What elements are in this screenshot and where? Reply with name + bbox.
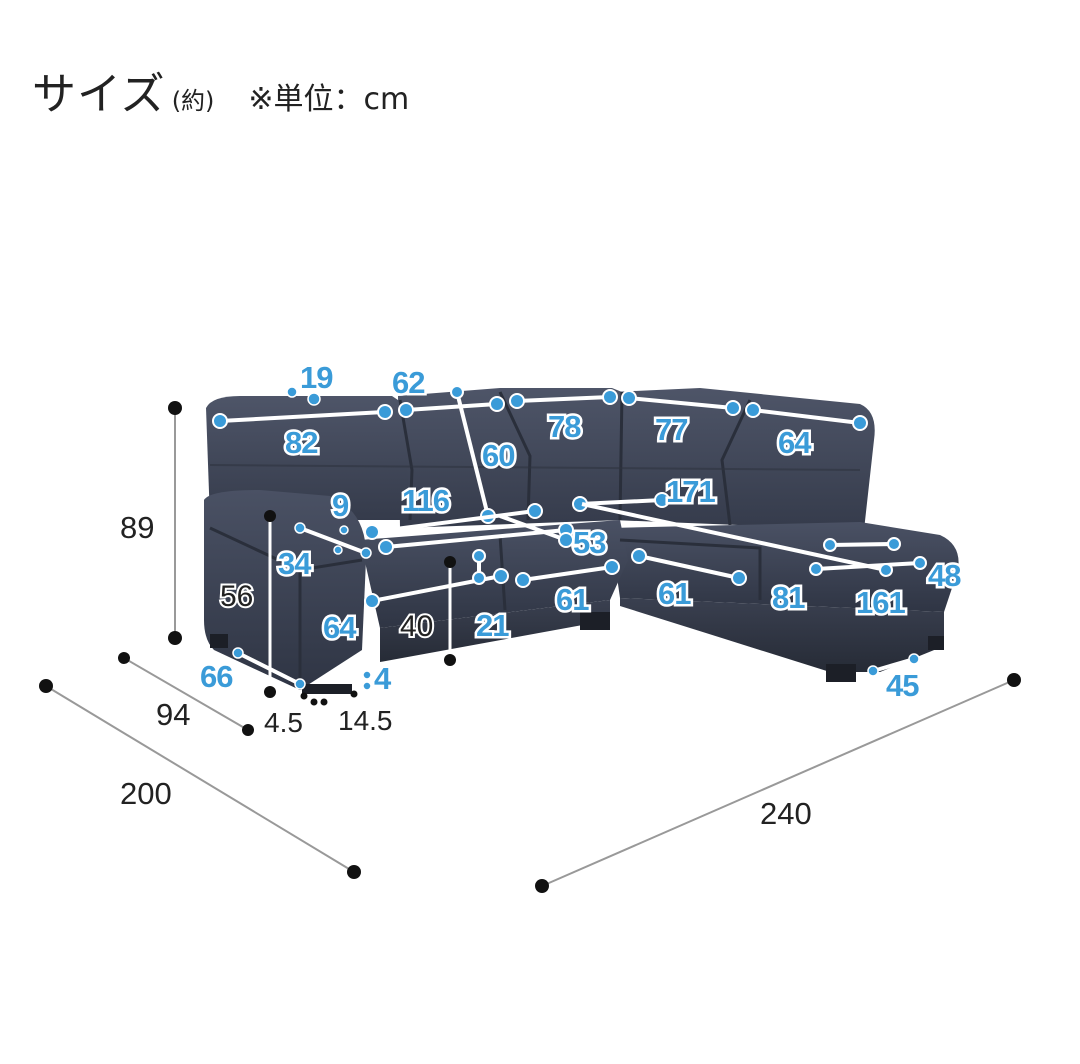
label-seat-width-1: 64 — [323, 610, 357, 645]
detail-labels: 19 82 62 78 77 64 60 116 171 9 34 53 64 … — [198, 358, 965, 706]
label-seat-width-4: 81 — [772, 580, 805, 615]
label-base-depth: 66 — [200, 659, 233, 694]
unit-note: ※単位：cm — [248, 82, 410, 117]
sofa-leg-2 — [210, 634, 228, 648]
title-approx: (約) — [171, 87, 215, 115]
sofa-chaise-base — [620, 598, 944, 672]
label-chaise-arm-height: 48 — [928, 558, 961, 593]
label-leg-inset-2: 14.5 — [338, 705, 393, 736]
sofa-back-right — [612, 388, 875, 530]
label-cushion-thickness: 21 — [476, 608, 509, 643]
label-chaise-length: 171 — [666, 474, 715, 509]
sofa-left-arm — [204, 490, 367, 690]
label-seat-depth: 53 — [573, 525, 606, 560]
sofa-back-middle — [398, 388, 622, 528]
label-width-total: 240 — [760, 796, 812, 831]
label-back-width-3: 77 — [655, 412, 687, 447]
depth-total-line — [45, 685, 355, 873]
sofa-leg-5 — [928, 636, 944, 650]
label-leg-inset-1: 4.5 — [264, 707, 303, 738]
label-seat-width-total: 116 — [402, 483, 450, 518]
label-arm-height: 56 — [220, 580, 253, 613]
sofa-leg-1 — [302, 684, 352, 694]
label-back-width-4: 64 — [778, 425, 812, 460]
label-depth-inner: 94 — [156, 697, 190, 732]
sofa-middle-base — [380, 600, 610, 662]
sofa-leg-3 — [580, 612, 610, 630]
label-seat-width-2: 61 — [556, 582, 589, 617]
sofa-illustration — [204, 388, 959, 694]
label-back-height: 60 — [482, 438, 514, 473]
label-chaise-depth: 161 — [856, 585, 905, 620]
detail-dimension-lines — [212, 385, 927, 691]
overall-dimension-lines — [39, 401, 1021, 893]
label-seat-height: 40 — [400, 610, 433, 643]
label-height: 89 — [120, 510, 154, 545]
size-title: サイズ (約) ※単位：cm — [32, 58, 409, 122]
label-depth-total: 200 — [120, 776, 172, 811]
depth-inner-line — [123, 657, 249, 731]
label-arm-depth: 34 — [278, 546, 312, 581]
label-headrest-depth: 62 — [392, 365, 424, 400]
sofa-back-left — [206, 396, 410, 520]
label-back-width-1: 82 — [285, 425, 317, 460]
label-leg-height: 4 — [374, 661, 392, 696]
sofa-leg-4 — [826, 664, 856, 682]
label-headrest-thickness: 19 — [300, 360, 333, 395]
label-arm-top-width: 9 — [332, 488, 349, 523]
label-back-width-2: 78 — [548, 409, 581, 444]
width-total-line — [541, 679, 1015, 887]
label-seat-width-3: 61 — [658, 576, 691, 611]
title-text: サイズ — [32, 69, 166, 120]
label-chaise-base: 45 — [886, 668, 919, 703]
overall-labels: 89 94 200 240 56 40 4.5 14.5 — [120, 510, 812, 831]
